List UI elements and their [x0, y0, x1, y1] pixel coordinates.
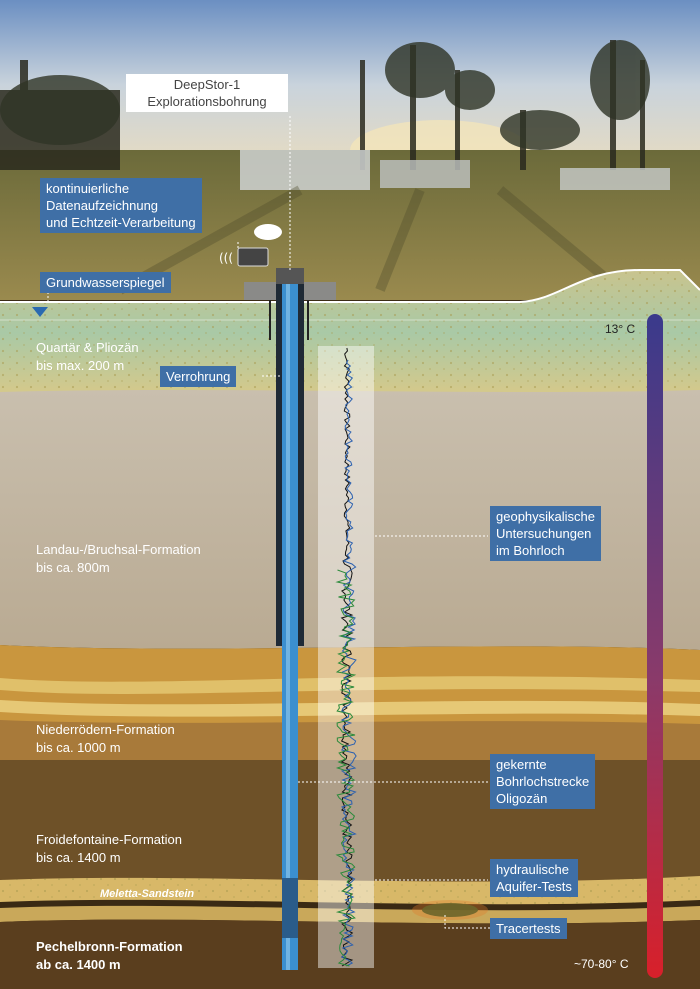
callout-text: gekernte [496, 757, 547, 772]
formation-name: Froidefontaine-Formation [36, 832, 182, 847]
callout-text: im Bohrloch [496, 543, 565, 558]
formation-quartaer: Quartär & Pliozän bis max. 200 m [36, 339, 139, 375]
title-line1: DeepStor-1 [173, 77, 241, 92]
callout-data-recording: kontinuierliche Datenaufzeichnung und Ec… [40, 178, 202, 233]
title-box: DeepStor-1 Explorationsbohrung [126, 74, 288, 112]
callout-text: geophysikalische [496, 509, 596, 524]
callout-text: Datenaufzeichnung [46, 198, 159, 213]
callout-text: Grundwasserspiegel [46, 275, 165, 290]
callout-text: Verrohrung [166, 369, 231, 384]
formation-depth: ab ca. 1400 m [36, 957, 121, 972]
svg-text:(((: ((( [219, 251, 233, 265]
formation-depth: bis ca. 1400 m [36, 850, 121, 865]
formation-froidefontaine: Froidefontaine-Formation bis ca. 1400 m [36, 831, 182, 867]
temperature-bottom: ~70-80° C [574, 957, 629, 971]
formation-name: Pechelbronn-Formation [36, 939, 183, 954]
callout-geophysics: geophysikalische Untersuchungen im Bohrl… [490, 506, 602, 561]
formation-depth: bis ca. 1000 m [36, 740, 121, 755]
callout-text: Oligozän [496, 791, 548, 806]
callout-cored-section: gekernte Bohrlochstrecke Oligozän [490, 754, 596, 809]
callout-text: Untersuchungen [496, 526, 592, 541]
callout-hydraulic: hydraulische Aquifer-Tests [490, 859, 578, 897]
callout-text: kontinuierliche [46, 181, 130, 196]
formation-depth: bis max. 200 m [36, 358, 125, 373]
formation-name: Landau-/Bruchsal-Formation [36, 542, 201, 557]
formation-niederroedern: Niederrödern-Formation bis ca. 1000 m [36, 721, 175, 757]
meletta-label: Meletta-Sandstein [100, 888, 195, 900]
formation-name: Quartär & Pliozän [36, 340, 139, 355]
temperature-top: 13° C [605, 322, 636, 336]
callout-text: Bohrlochstrecke [496, 774, 590, 789]
formation-pechelbronn: Pechelbronn-Formation ab ca. 1400 m [36, 938, 183, 974]
formation-landau: Landau-/Bruchsal-Formation bis ca. 800m [36, 541, 201, 577]
title-line2: Explorationsbohrung [147, 94, 267, 109]
callout-text: und Echtzeit-Verarbeitung [46, 215, 196, 230]
callout-groundwater: Grundwasserspiegel [40, 272, 171, 293]
callout-text: Aquifer-Tests [496, 879, 572, 894]
callout-tracer: Tracertests [490, 918, 567, 939]
formation-depth: bis ca. 800m [36, 560, 110, 575]
callout-text: Tracertests [496, 921, 561, 936]
callout-casing: Verrohrung [160, 366, 237, 387]
callout-text: hydraulische [496, 862, 569, 877]
formation-name: Niederrödern-Formation [36, 722, 175, 737]
